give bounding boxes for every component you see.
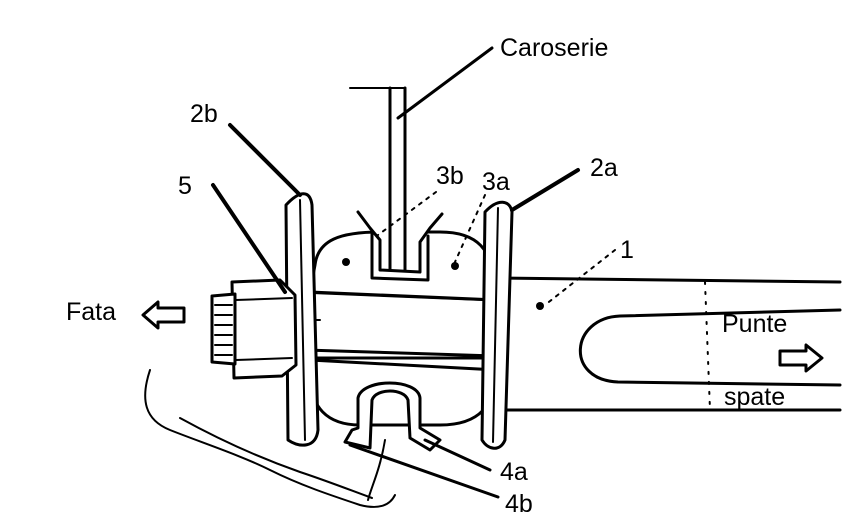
label-2a: 2a — [590, 154, 618, 182]
body-panel — [349, 86, 407, 272]
nut-5 — [210, 278, 298, 380]
label-punte: Punte — [722, 310, 787, 338]
arrow-left-icon — [141, 300, 186, 330]
label-4a: 4a — [500, 458, 528, 486]
label-caroserie: Caroserie — [500, 34, 608, 62]
label-4b: 4b — [505, 490, 533, 518]
bushing-dot-3b — [342, 258, 350, 266]
leader-4b — [348, 443, 500, 499]
body-outline — [144, 369, 396, 508]
arm-dot-1 — [536, 302, 544, 310]
leader-5 — [211, 183, 287, 294]
leader-lines — [211, 46, 616, 499]
washer-plate-2a — [480, 200, 514, 450]
axle-arm — [498, 276, 842, 412]
leader-2a — [510, 168, 580, 212]
leader-4a — [423, 438, 492, 472]
bushing-dot-3a — [451, 262, 459, 270]
arrow-right-icon — [778, 343, 824, 373]
upper-bracket — [356, 210, 444, 282]
leader-2b — [228, 123, 302, 197]
label-1: 1 — [620, 236, 634, 264]
lower-bracket — [343, 381, 442, 501]
label-2b: 2b — [190, 100, 218, 128]
label-spate: spate — [724, 383, 785, 411]
leader-3a — [454, 194, 486, 263]
label-fata: Fata — [66, 298, 116, 326]
leader-1 — [544, 249, 616, 306]
washer-plate-2b — [284, 192, 320, 447]
leader-caroserie — [396, 46, 494, 120]
label-5: 5 — [178, 172, 192, 200]
label-3b: 3b — [436, 162, 464, 190]
leader-3b — [377, 191, 437, 236]
label-3a: 3a — [482, 168, 510, 196]
